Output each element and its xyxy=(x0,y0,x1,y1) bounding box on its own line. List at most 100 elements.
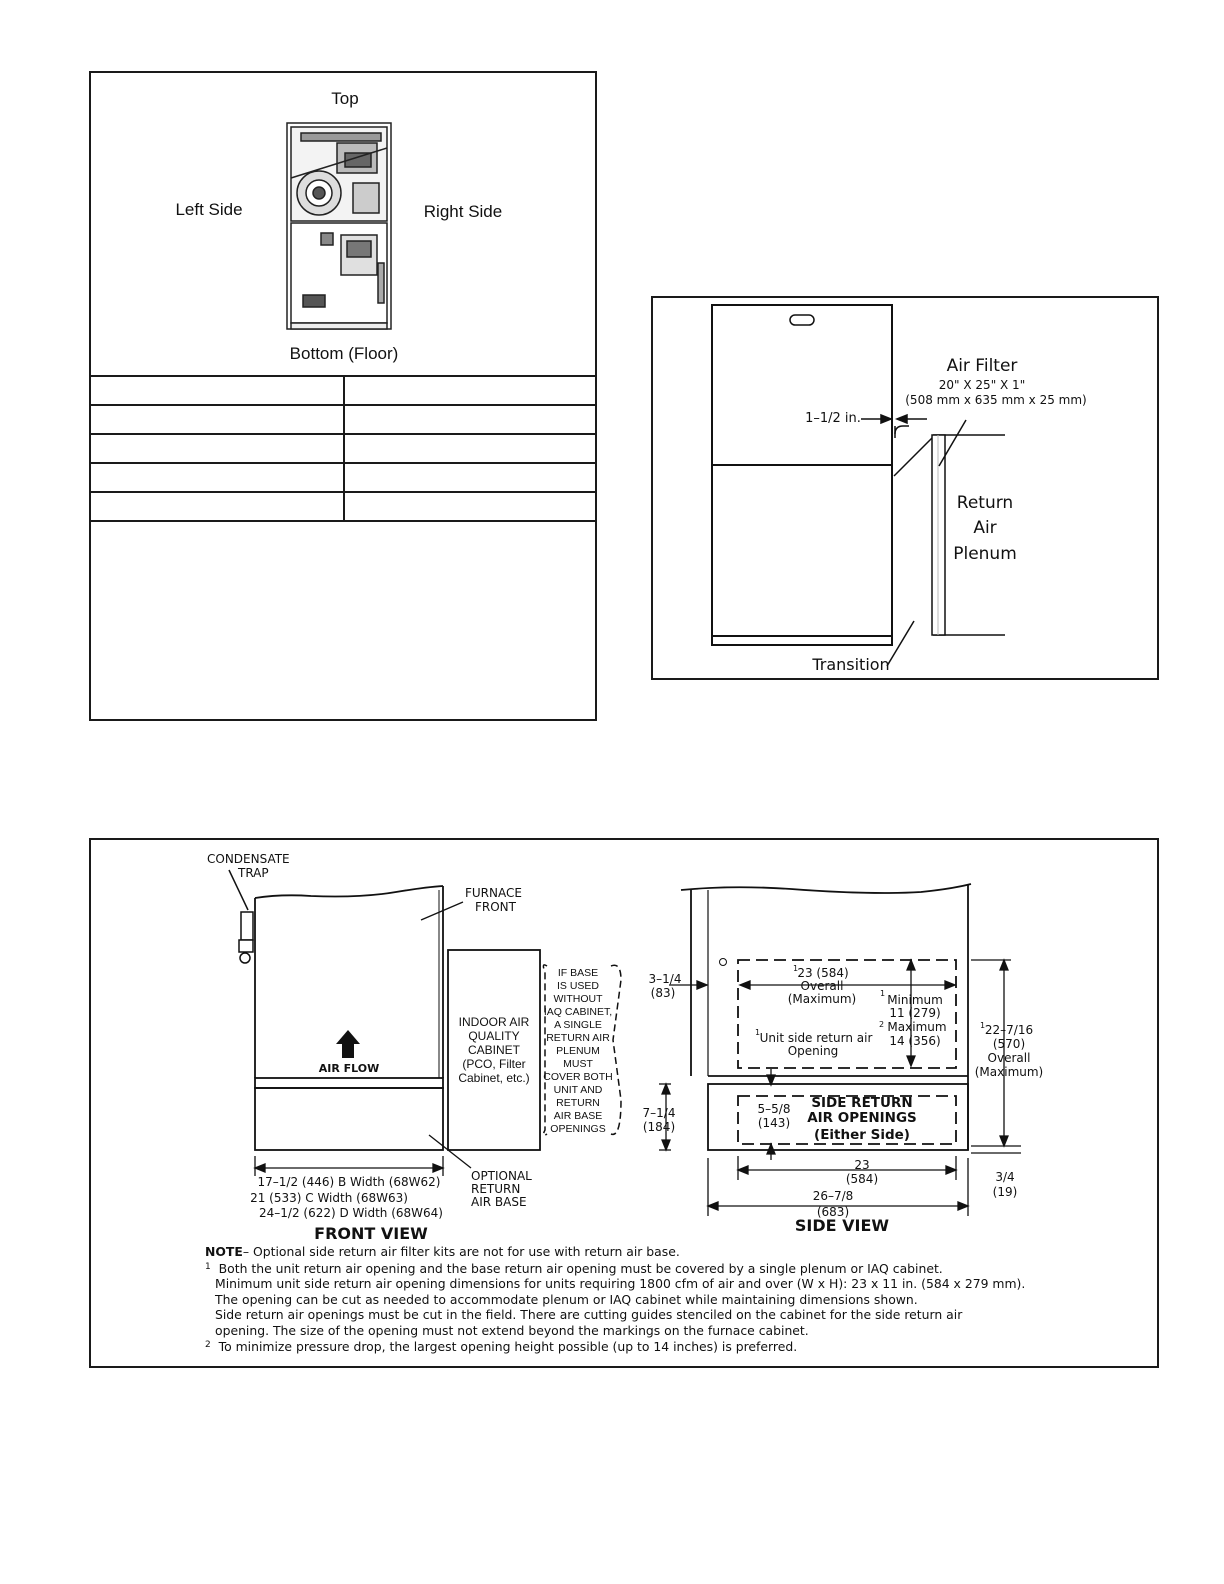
front-width-dimension xyxy=(253,1156,445,1176)
dim-22-footnote: 1 xyxy=(980,1021,985,1030)
dim-26: 26–7/8 xyxy=(813,1189,854,1203)
left-side-label: Left Side xyxy=(175,200,242,219)
footnote-line: Side return air openings must be cut in … xyxy=(215,1307,963,1322)
dim-7-1-4: 7–1/4 xyxy=(643,1106,676,1120)
furnace-front-label-1: FURNACE xyxy=(465,886,522,900)
optional-base-label-1: OPTIONAL xyxy=(471,1169,532,1183)
footnote-1: 1 Both the unit return air opening and t… xyxy=(205,1260,1105,1277)
dim-22-line3: Overall xyxy=(988,1051,1031,1065)
air-filter-panel: Air Filter 20" X 25" X 1" (508 mm x 635 … xyxy=(651,296,1159,680)
width-b-label: 17–1/2 (446) B Width (68W62) xyxy=(258,1175,441,1189)
side-return-label-3: (Either Side) xyxy=(814,1127,910,1143)
transition-label: Transition xyxy=(811,655,889,674)
minimum-footnote: 1 xyxy=(880,989,885,998)
condensate-label-2: TRAP xyxy=(237,866,269,880)
top-label: Top xyxy=(331,89,358,108)
base-note-line: A SINGLE xyxy=(554,1019,602,1031)
iaq-cabinet-label: INDOOR AIR QUALITY CABINET (PCO, Filter … xyxy=(458,1015,529,1085)
iaq-line: Cabinet, etc.) xyxy=(458,1071,529,1085)
table-cell xyxy=(91,433,345,464)
base-note-line: UNIT AND xyxy=(554,1084,603,1096)
footnote-line: The opening can be cut as needed to acco… xyxy=(215,1291,918,1307)
unit-return-opening-outline xyxy=(737,959,957,1069)
side-return-label-2: AIR OPENINGS xyxy=(807,1110,917,1126)
base-note-line: PLENUM xyxy=(556,1045,600,1057)
base-note-line: COVER BOTH xyxy=(543,1071,612,1083)
air-filter-icon xyxy=(931,434,946,636)
iaq-line: (PCO, Filter xyxy=(462,1057,525,1071)
base-note-line: RETURN AIR xyxy=(546,1032,610,1044)
optional-base-label-3: AIR BASE xyxy=(471,1195,527,1209)
base-note-line: IF BASE xyxy=(558,967,598,979)
condensate-label-1: CONDENSATE xyxy=(207,852,290,866)
front-view-title: FRONT VIEW xyxy=(314,1224,428,1243)
air-flow-arrow-icon xyxy=(336,1030,360,1058)
clearance-arrows xyxy=(861,413,967,667)
base-note-line: RETURN xyxy=(556,1097,600,1109)
note-text: – Optional side return air filter kits a… xyxy=(242,1244,680,1259)
side-dimension-lines xyxy=(659,958,1021,1216)
dim-5-5-8: 5–5/8 xyxy=(758,1102,791,1116)
overall-23-label: 23 (584) xyxy=(797,966,848,980)
side-view-furnace xyxy=(680,883,972,1151)
return-air-notes: NOTE– Optional side return air filter ki… xyxy=(205,1244,1105,1355)
footnote-2: 2 To minimize pressure drop, the largest… xyxy=(205,1338,1105,1355)
table-cell xyxy=(344,491,595,522)
air-filter-title: Air Filter xyxy=(947,356,1018,376)
dim-22-label: 22–7/16 xyxy=(985,1023,1033,1037)
table-cell xyxy=(344,433,595,464)
width-c-label: 21 (533) C Width (68W63) xyxy=(250,1191,408,1205)
bottom-label: Bottom (Floor) xyxy=(290,344,399,363)
base-note-line: AIR BASE xyxy=(554,1110,602,1122)
base-note-line: WITHOUT xyxy=(554,993,604,1005)
orientation-table xyxy=(91,375,595,522)
table-cell xyxy=(344,404,595,435)
orientation-diagram: Top Left Side Right Side Bottom (Floor) xyxy=(175,89,502,363)
maximum-value: 14 (356) xyxy=(889,1034,940,1048)
dim-3-4: 3/4 xyxy=(995,1170,1014,1184)
table-cell xyxy=(91,462,345,493)
maximum-footnote: 2 xyxy=(879,1020,884,1029)
optional-base-label-2: RETURN xyxy=(471,1182,520,1196)
base-note-brace xyxy=(542,964,622,1137)
iaq-line: QUALITY xyxy=(468,1029,519,1043)
unit-side-label-1: Unit side return air xyxy=(760,1031,873,1045)
dim-3-4-mm: (19) xyxy=(993,1185,1018,1199)
orientation-panel: Top Left Side Right Side Bottom (Floor) xyxy=(89,71,597,721)
maximum-label: Maximum xyxy=(887,1020,946,1034)
width-d-label: 24–1/2 (622) D Width (68W64) xyxy=(259,1206,443,1220)
filter-size-in: 20" X 25" X 1" xyxy=(939,378,1025,392)
table-row xyxy=(91,462,595,493)
minimum-label: Minimum xyxy=(887,993,943,1007)
footnote-line: opening. The size of the opening must no… xyxy=(215,1322,809,1338)
footnote-text: Both the unit return air opening and the… xyxy=(218,1260,943,1276)
right-side-label: Right Side xyxy=(424,202,502,221)
return-label-1: Return xyxy=(957,493,1013,513)
note-line: NOTE– Optional side return air filter ki… xyxy=(205,1244,1105,1260)
dim-5-5-8-mm: (143) xyxy=(758,1116,790,1130)
dim-22-line4: (Maximum) xyxy=(975,1065,1044,1079)
footnote-line: Minimum unit side return air opening dim… xyxy=(215,1276,1026,1291)
unit-side-label-2: Opening xyxy=(788,1044,839,1058)
return-air-panel: CONDENSATE TRAP FURNACE FRONT AIR FLOW I… xyxy=(89,838,1159,1368)
table-cell xyxy=(344,375,595,406)
table-row xyxy=(91,404,595,435)
footnote-marker: 2 xyxy=(205,1340,211,1350)
optional-base-leader xyxy=(428,1134,472,1169)
dim-22-mm: (570) xyxy=(993,1037,1025,1051)
table-cell xyxy=(91,491,345,522)
note-label: NOTE xyxy=(205,1244,243,1259)
base-note-label: IF BASE IS USED WITHOUT IAQ CABINET, A S… xyxy=(543,967,612,1135)
unit-side-footnote: 1 xyxy=(755,1028,760,1037)
front-view-furnace xyxy=(254,885,444,1151)
base-note-line: IAQ CABINET, xyxy=(544,1006,612,1018)
dim-23-mm: (584) xyxy=(846,1172,878,1186)
table-cell xyxy=(91,404,345,435)
condensate-trap-icon xyxy=(228,869,254,964)
iaq-cabinet-outline xyxy=(447,949,541,1151)
footnote-text: To minimize pressure drop, the largest o… xyxy=(218,1339,798,1354)
return-air-diagram: CONDENSATE TRAP FURNACE FRONT AIR FLOW I… xyxy=(207,852,1044,1243)
base-note-line: OPENINGS xyxy=(550,1123,605,1135)
side-view-title: SIDE VIEW xyxy=(795,1216,890,1235)
footnote-marker: 1 xyxy=(205,1261,211,1272)
